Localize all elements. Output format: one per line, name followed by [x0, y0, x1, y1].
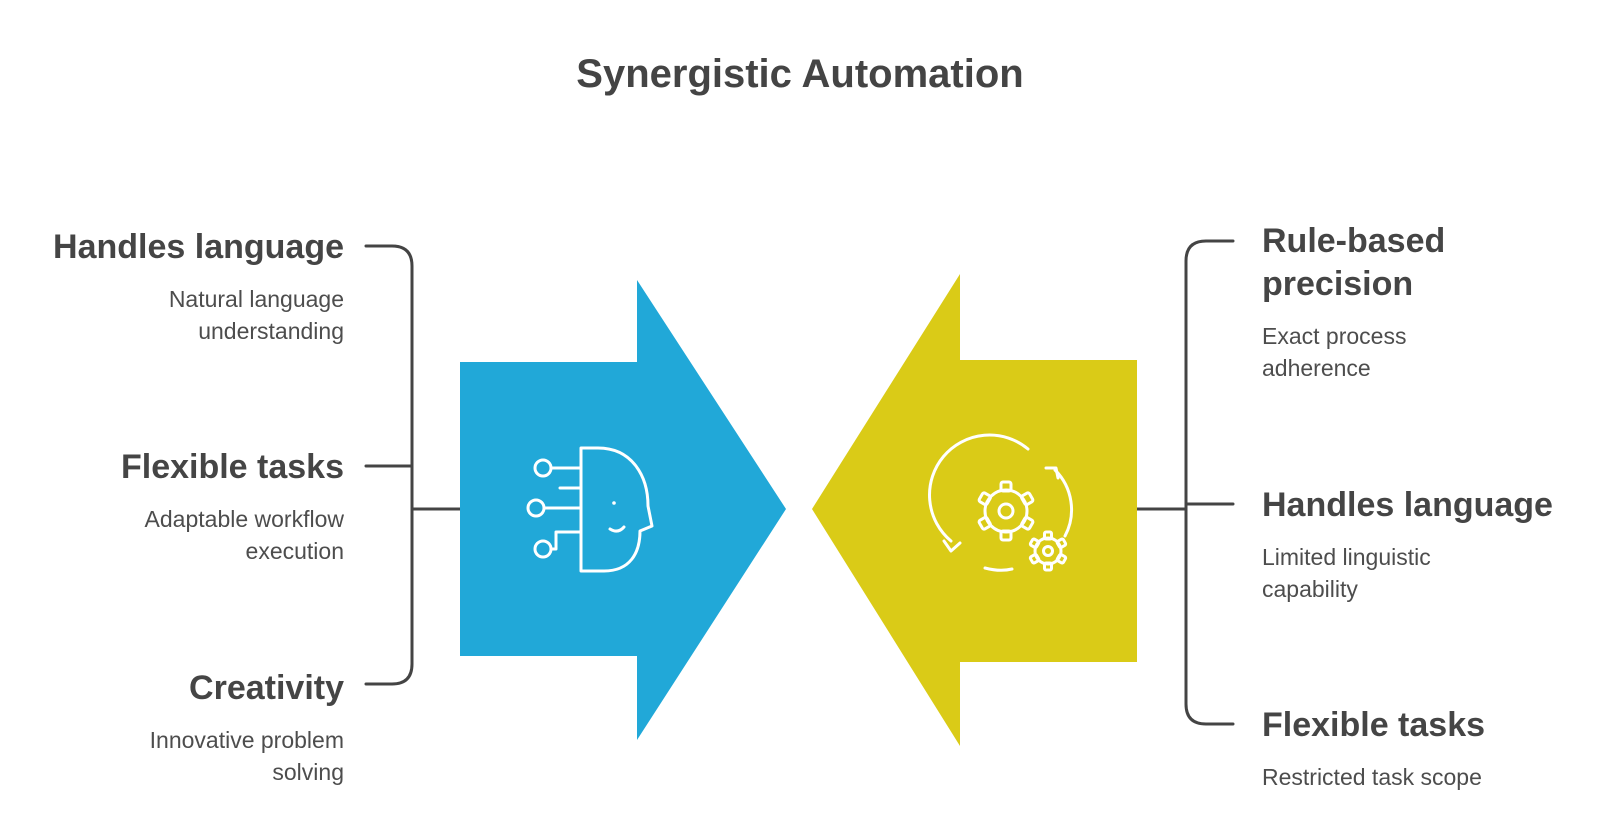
title-line: Rule-based [1262, 222, 1446, 260]
right-item-handles-language: Handles language Limited linguistic capa… [1262, 484, 1592, 605]
desc-line: Restricted task scope [1262, 764, 1482, 790]
right-arrow-shape [812, 274, 1137, 746]
left-item-desc: Innovative problem solving [14, 724, 344, 788]
right-item-title: Handles language [1262, 486, 1553, 524]
right-bracket-connector [1135, 239, 1235, 726]
desc-line: adherence [1262, 355, 1371, 381]
right-item-flexible-tasks: Flexible tasks Restricted task scope [1262, 704, 1592, 793]
desc-line: solving [272, 759, 344, 785]
left-item-title: Creativity [189, 669, 344, 707]
left-item-title: Handles language [53, 228, 344, 266]
desc-line: execution [245, 538, 344, 564]
right-item-title: Flexible tasks [1262, 706, 1486, 744]
desc-line: understanding [198, 318, 344, 344]
left-item-flexible-tasks: Flexible tasks Adaptable workflow execut… [14, 446, 344, 567]
right-item-desc: Exact process adherence [1262, 320, 1592, 384]
right-item-title: Rule-based precision [1262, 220, 1592, 306]
diagram-title: Synergistic Automation [576, 52, 1024, 96]
left-item-handles-language: Handles language Natural language unders… [14, 226, 344, 347]
right-item-rule-based-precision: Rule-based precision Exact process adher… [1262, 220, 1592, 384]
left-bracket-connector [364, 244, 462, 686]
left-item-desc: Natural language understanding [14, 283, 344, 347]
ai-head-circuit-icon [526, 446, 654, 573]
desc-line: capability [1262, 576, 1358, 602]
desc-line: Natural language [168, 286, 344, 312]
desc-line: Exact process [1262, 323, 1407, 349]
left-item-desc: Adaptable workflow execution [14, 503, 344, 567]
desc-line: Innovative problem [149, 727, 344, 753]
desc-line: Limited linguistic [1262, 544, 1431, 570]
left-item-title: Flexible tasks [120, 448, 344, 486]
left-arrow-shape [460, 280, 786, 740]
desc-line: Adaptable workflow [144, 506, 344, 532]
title-line: precision [1262, 265, 1414, 303]
left-item-creativity: Creativity Innovative problem solving [14, 667, 344, 788]
rotating-gears-icon [928, 433, 1073, 572]
right-item-desc: Limited linguistic capability [1262, 541, 1592, 605]
right-item-desc: Restricted task scope [1262, 761, 1592, 793]
